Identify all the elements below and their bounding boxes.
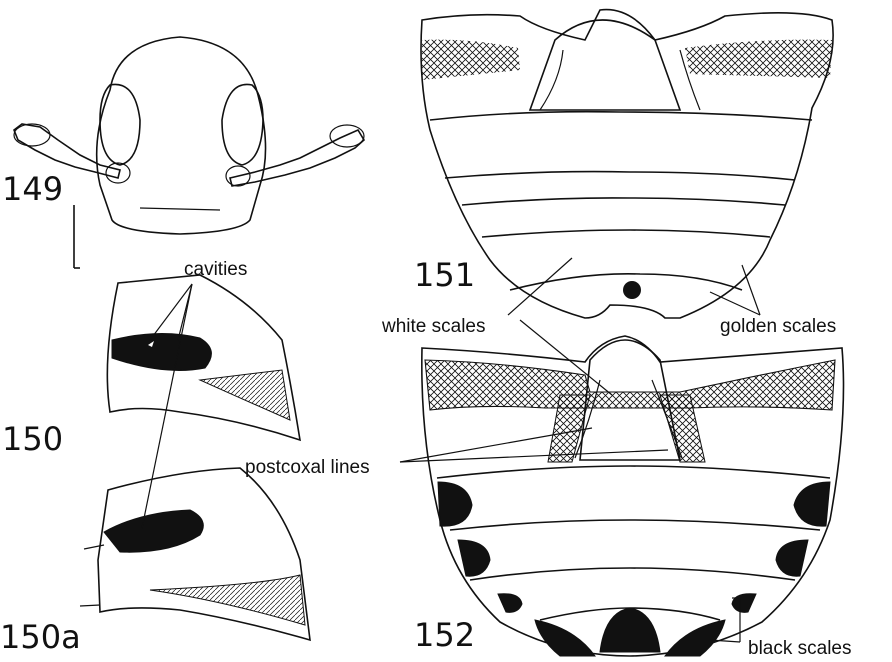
label-golden-scales: golden scales: [720, 316, 836, 337]
head-drawing: [14, 37, 364, 268]
figure-number-151: 151: [414, 256, 475, 294]
label-cavities: cavities: [184, 259, 247, 280]
cavities-leader-lines: [142, 284, 192, 528]
abdomen-drawing-152: [422, 336, 844, 656]
figure-number-152: 152: [414, 616, 475, 654]
label-black-scales: black scales: [748, 638, 852, 659]
elytra-fragment-150a: [80, 468, 310, 640]
elytra-fragment-150: [107, 275, 300, 440]
figure-number-150a: 150a: [0, 618, 81, 656]
label-white-scales: white scales: [381, 316, 486, 337]
label-postcoxal-lines: postcoxal lines: [245, 457, 370, 478]
figure-number-150: 150: [2, 420, 63, 458]
figure-number-149: 149: [2, 170, 63, 208]
postcoxal-leader-lines: [400, 428, 668, 462]
abdomen-drawing-151: [421, 10, 833, 318]
